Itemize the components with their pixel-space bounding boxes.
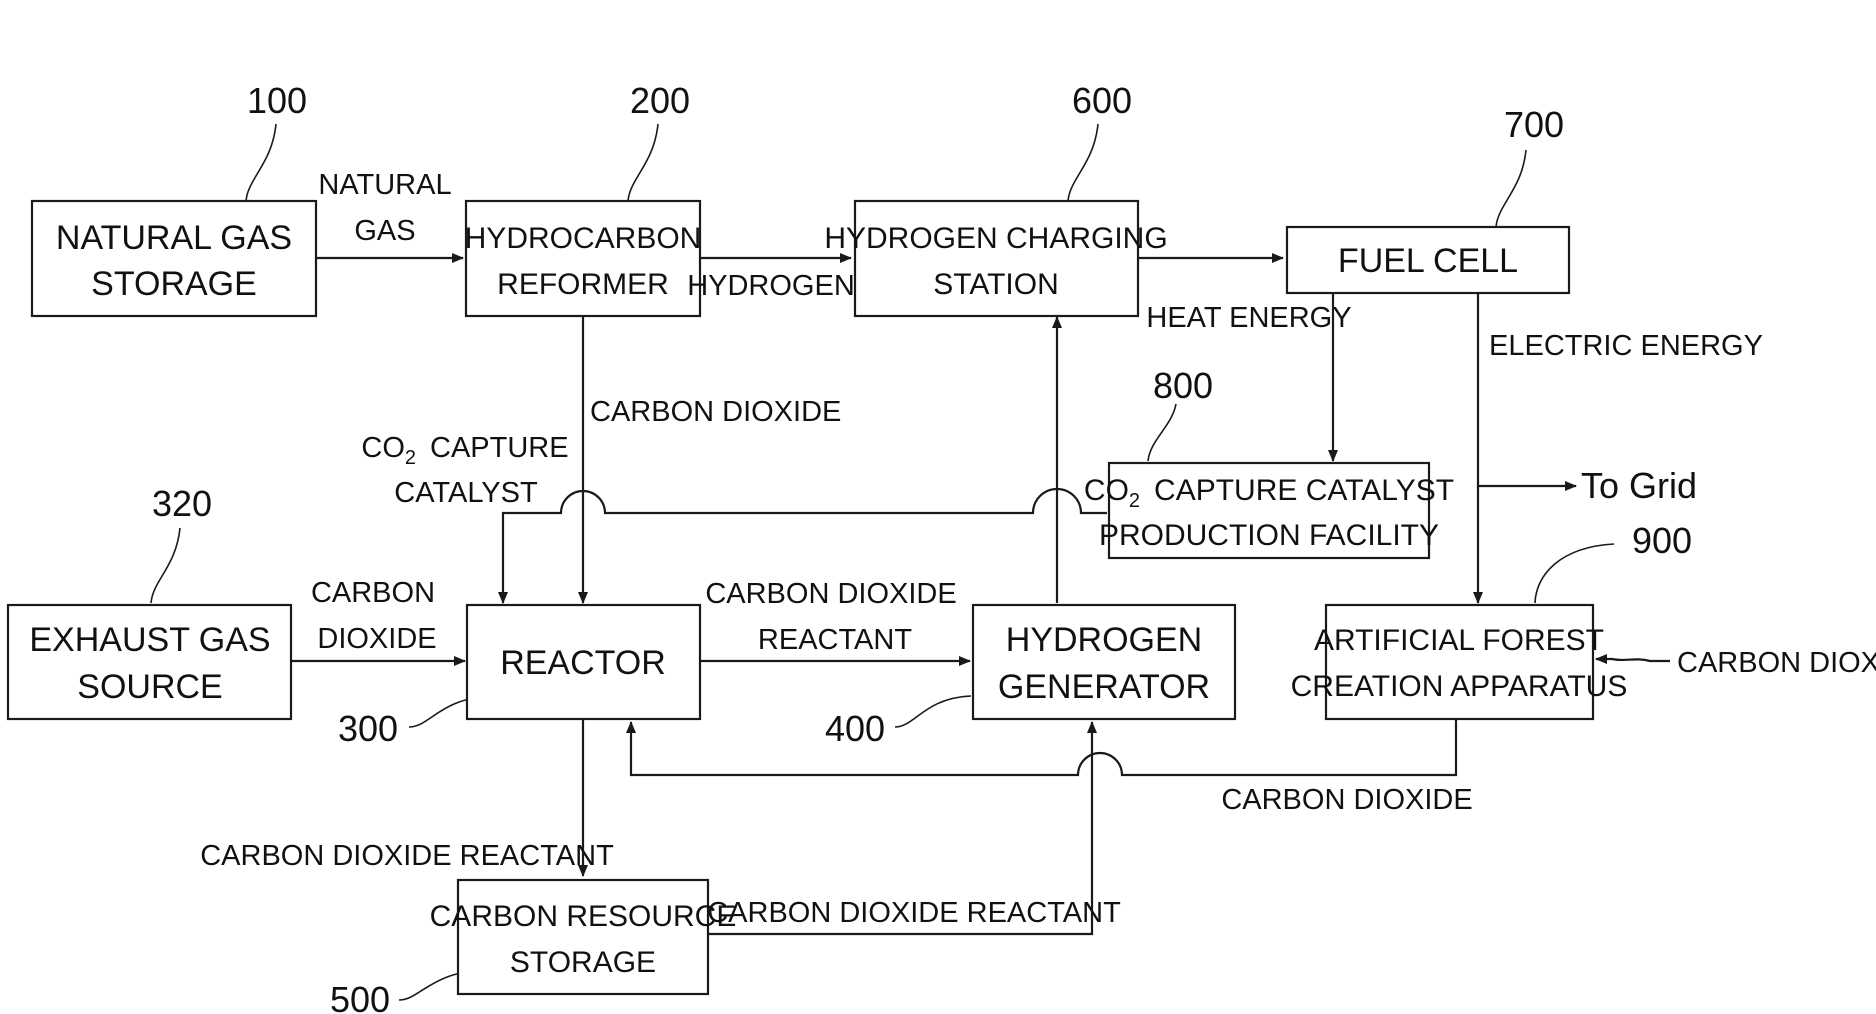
ref-number-300: 300 — [338, 708, 398, 749]
label-carbon-dioxide-exhaust-line1: CARBON — [311, 577, 435, 609]
exhaust-gas-source-line1: EXHAUST GAS — [29, 621, 270, 659]
leader-100 — [246, 124, 276, 201]
carbon-resource-storage-line2: STORAGE — [510, 946, 656, 979]
node-hydrogen-charging-station: HYDROGEN CHARGING STATION — [824, 201, 1167, 316]
leader-700 — [1496, 150, 1526, 227]
node-exhaust-gas-source: EXHAUST GAS SOURCE — [8, 605, 291, 719]
label-reactant-down: CARBON DIOXIDE REACTANT — [200, 840, 614, 872]
exhaust-gas-source-line2: SOURCE — [77, 668, 222, 706]
ref-number-900: 900 — [1632, 520, 1692, 561]
label-heat-energy: HEAT ENERGY — [1146, 302, 1351, 334]
ref-number-800: 800 — [1153, 365, 1213, 406]
node-artificial-forest: ARTIFICIAL FOREST CREATION APPARATUS — [1291, 605, 1628, 719]
label-reactant-reactor-line1: CARBON DIOXIDE — [705, 578, 956, 610]
label-hydrogen: HYDROGEN — [687, 270, 855, 302]
node-reactor: REACTOR — [467, 605, 700, 719]
node-capture-catalyst-facility: CO2CAPTURE CATALYST PRODUCTION FACILITY — [1084, 463, 1454, 558]
natural-gas-storage-line2: STORAGE — [91, 265, 257, 303]
carbon-resource-storage-line1: CARBON RESOURCE — [430, 900, 737, 933]
edge-forest-return — [631, 719, 1456, 775]
fuel-cell-label: FUEL CELL — [1338, 242, 1518, 280]
label-electric-energy: ELECTRIC ENERGY — [1489, 330, 1763, 362]
ref-number-200: 200 — [630, 80, 690, 121]
natural-gas-storage-line1: NATURAL GAS — [56, 219, 292, 257]
node-natural-gas-storage: NATURAL GAS STORAGE — [32, 201, 316, 316]
leader-400 — [895, 696, 971, 727]
label-reactant-reactor-line2: REACTANT — [758, 624, 912, 656]
leader-600 — [1068, 124, 1098, 201]
capture-catalyst-facility-line2: PRODUCTION FACILITY — [1099, 519, 1439, 552]
artificial-forest-line1: ARTIFICIAL FOREST — [1314, 624, 1604, 657]
label-co2-capture-line2: CATALYST — [394, 477, 538, 509]
label-carbon-dioxide-return: CARBON DIOXIDE — [1221, 784, 1472, 816]
ref-number-100: 100 — [247, 80, 307, 121]
hydrocarbon-reformer-line1: HYDROCARBON — [465, 222, 702, 255]
edge-forest-input — [1596, 659, 1670, 661]
hydrogen-generator-line2: GENERATOR — [998, 668, 1210, 706]
hydrogen-generator-line1: HYDROGEN — [1006, 621, 1202, 659]
hydrogen-charging-station-line2: STATION — [933, 268, 1059, 301]
ref-number-500: 500 — [330, 979, 390, 1014]
leader-900 — [1535, 544, 1614, 603]
connectors — [291, 258, 1670, 934]
node-carbon-resource-storage: CARBON RESOURCE STORAGE — [430, 880, 737, 994]
label-natural-gas-line1: NATURAL — [318, 169, 451, 201]
label-carbon-dioxide-forest-in: CARBON DIOXIDE — [1677, 647, 1876, 679]
artificial-forest-line2: CREATION APPARATUS — [1291, 670, 1628, 703]
ref-number-400: 400 — [825, 708, 885, 749]
hydrocarbon-reformer-line2: REFORMER — [497, 268, 669, 301]
ref-number-320: 320 — [152, 483, 212, 524]
hydrogen-charging-station-line1: HYDROGEN CHARGING — [824, 222, 1167, 255]
label-to-grid: To Grid — [1581, 465, 1697, 506]
label-carbon-dioxide-exhaust-line2: DIOXIDE — [317, 623, 436, 655]
label-carbon-dioxide-reformer: CARBON DIOXIDE — [590, 396, 841, 428]
label-co2-capture-line1: CO2CAPTURE — [361, 432, 568, 469]
leader-200 — [628, 124, 658, 201]
ref-number-600: 600 — [1072, 80, 1132, 121]
label-natural-gas-line2: GAS — [354, 215, 415, 247]
node-fuel-cell: FUEL CELL — [1287, 227, 1569, 293]
label-reactant-storage: CARBON DIOXIDE REACTANT — [707, 897, 1121, 929]
node-hydrogen-generator: HYDROGEN GENERATOR — [973, 605, 1235, 719]
leader-800 — [1148, 404, 1176, 461]
ref-number-700: 700 — [1504, 104, 1564, 145]
node-hydrocarbon-reformer: HYDROCARBON REFORMER — [465, 201, 702, 316]
reactor-label: REACTOR — [500, 644, 666, 682]
leader-320 — [151, 528, 180, 603]
